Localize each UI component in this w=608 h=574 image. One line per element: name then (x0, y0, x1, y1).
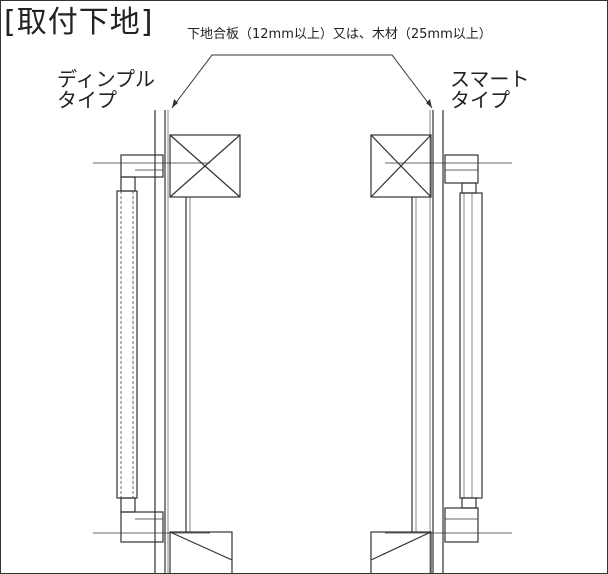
right-wall (429, 110, 444, 574)
left-wood-block-top (169, 134, 241, 198)
left-handle (93, 154, 210, 543)
left-base-plywood (185, 197, 191, 532)
right-wood-block-top (370, 134, 432, 198)
right-type-label-line1: スマート (450, 67, 530, 91)
left-wall (154, 110, 169, 574)
callout-label: 下地合板（12mm以上）又は、木材（25mm以上） (187, 27, 492, 42)
right-type-label-line2: タイプ (450, 88, 510, 112)
right-base-plywood (411, 197, 417, 532)
page-title: [取付下地] (4, 5, 154, 40)
left-type-label-line2: タイプ (57, 88, 117, 112)
right-wood-block-bottom (370, 531, 432, 574)
left-wood-block-bottom (169, 531, 233, 574)
callout-leaders (171, 54, 433, 109)
right-handle (385, 154, 512, 543)
left-type-label-line1: ディンプル (57, 67, 155, 91)
